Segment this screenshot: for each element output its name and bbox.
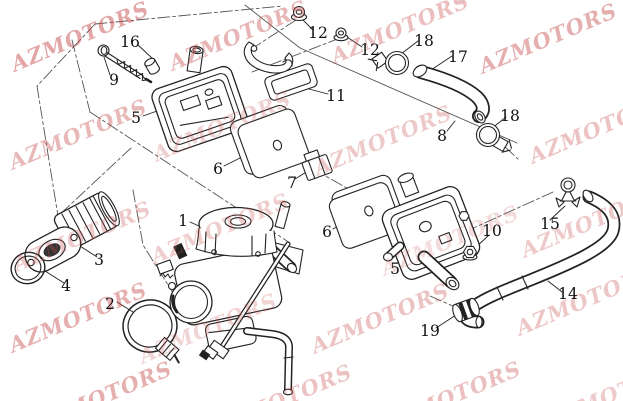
part-label-5: 5: [131, 109, 141, 127]
part-label-7: 7: [287, 174, 297, 192]
part-18-clamp-a: [367, 50, 410, 76]
part-label-2: 2: [105, 295, 115, 313]
part-15-clip: [555, 177, 581, 208]
part-label-5: 5: [390, 260, 400, 278]
part-12-nut-b: [333, 27, 349, 42]
part-18-clamp-b: [475, 122, 512, 153]
part-label-18: 18: [500, 107, 520, 125]
part-label-9: 9: [109, 71, 119, 89]
part-5-airbox-right: [381, 172, 481, 291]
part-6-element-upper: [229, 104, 310, 179]
part-19-grommet: [452, 297, 480, 323]
part-2-clamp: [122, 299, 180, 364]
part-label-1: 1: [178, 212, 188, 230]
part-14-hose: [459, 189, 621, 329]
part-label-4: 4: [61, 277, 71, 295]
part-1-carburetor: [156, 201, 304, 396]
part-label-15: 15: [540, 215, 560, 233]
part-label-12: 12: [308, 24, 328, 42]
part-label-3: 3: [94, 251, 104, 269]
part-label-17: 17: [448, 48, 468, 66]
part-label-12: 12: [360, 41, 380, 59]
part-5-cover-left: [151, 45, 249, 153]
part-11-bracket: [243, 41, 318, 101]
part-7-joint: [301, 149, 333, 181]
part-label-6: 6: [322, 223, 332, 241]
part-17-hose: [412, 64, 490, 124]
part-label-11: 11: [326, 87, 346, 105]
part-label-6: 6: [213, 160, 223, 178]
part-label-10: 10: [482, 222, 502, 240]
part-label-14: 14: [558, 285, 578, 303]
part-12-nut-a: [290, 5, 308, 22]
part-label-18: 18: [414, 32, 434, 50]
part-label-16: 16: [120, 33, 140, 51]
part-4-oring: [10, 251, 46, 285]
part-3-manifold: [24, 191, 120, 273]
part-10-nut: [462, 245, 478, 261]
part-9-bolt: [97, 44, 153, 84]
part-16-plug: [144, 57, 161, 75]
part-label-19: 19: [420, 322, 440, 340]
part-label-8: 8: [437, 127, 447, 145]
